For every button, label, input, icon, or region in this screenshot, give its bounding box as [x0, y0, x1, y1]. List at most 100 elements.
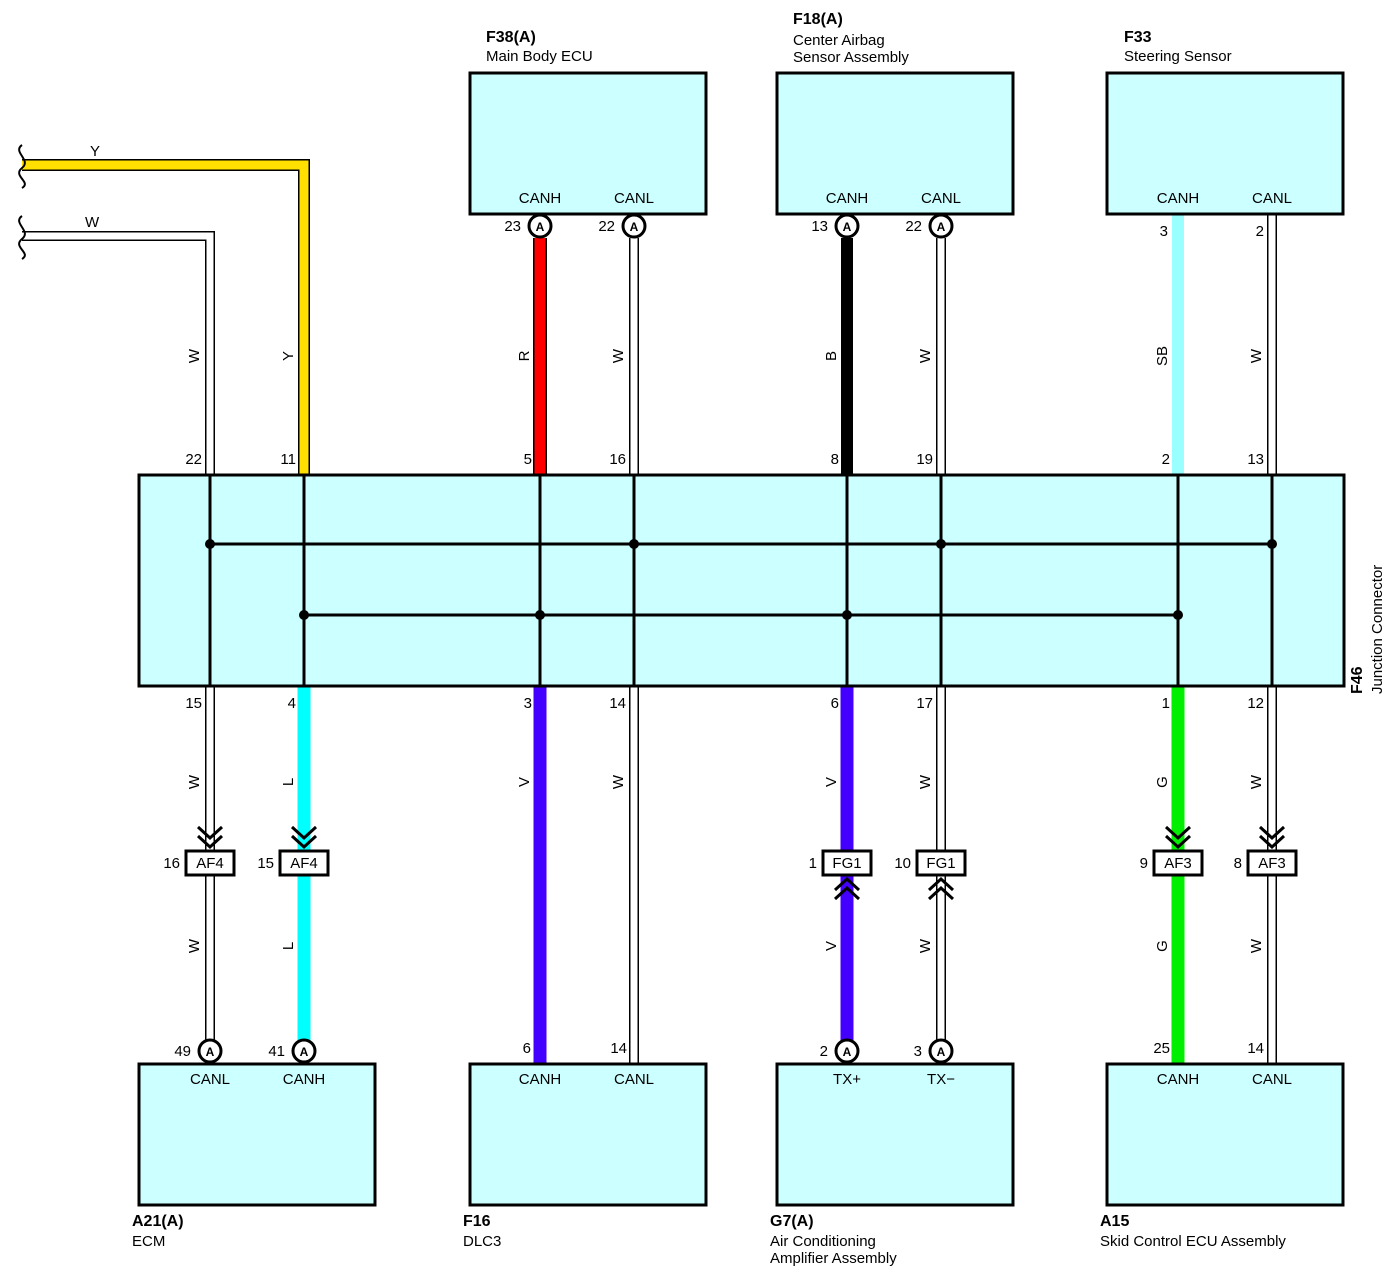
svg-text:FG1: FG1: [832, 855, 861, 872]
f33-canh-label: CANH: [1157, 190, 1200, 207]
svg-text:A: A: [300, 1045, 309, 1059]
a21-canh-label: CANH: [283, 1071, 326, 1088]
svg-text:17: 17: [916, 695, 933, 712]
f16-canl-label: CANL: [614, 1071, 654, 1088]
f16-canh-label: CANH: [519, 1071, 562, 1088]
g7-txp-label: TX+: [833, 1071, 861, 1088]
pin-f16-canl: 14: [610, 1040, 627, 1057]
svg-text:G: G: [1154, 940, 1171, 952]
wire-code: R: [516, 350, 533, 361]
svg-text:L: L: [280, 778, 297, 786]
pin-f16-canh: 6: [523, 1040, 531, 1057]
connector-af3-2: AF3 8: [1234, 825, 1298, 877]
junction-connector-f46: F46 Junction Connector: [137, 473, 1386, 694]
svg-text:A: A: [843, 1045, 852, 1059]
svg-text:W: W: [1248, 774, 1265, 789]
component-a15-name: Skid Control ECU Assembly: [1100, 1233, 1286, 1250]
component-g7-id: G7(A): [770, 1213, 814, 1230]
f18-canl-label: CANL: [921, 190, 961, 207]
connector-af4-2: AF4 15: [257, 825, 330, 877]
pin-f33-canl: 2: [1256, 223, 1264, 240]
lower-wire-codes: W L V W V W G W W L V W G W: [186, 774, 1265, 953]
pin-f33-canh: 3: [1160, 223, 1168, 240]
component-f18: F18(A) Center Airbag Sensor Assembly CAN…: [775, 11, 1015, 216]
component-f16: CANH CANL F16 DLC3: [463, 1062, 708, 1250]
svg-text:15: 15: [257, 855, 274, 872]
component-f18-id: F18(A): [793, 11, 843, 28]
connector-af3-1: AF3 9: [1140, 825, 1204, 877]
pin-g7-txm: 3: [914, 1043, 922, 1060]
svg-text:AF4: AF4: [290, 855, 318, 872]
terminal-a-marker: A: [291, 1038, 317, 1064]
svg-text:1: 1: [1162, 695, 1170, 712]
pin-f38-canl: 22: [598, 218, 615, 235]
wire-code: W: [917, 348, 934, 363]
svg-text:A: A: [843, 220, 852, 234]
terminal-a-marker: A: [527, 213, 553, 239]
svg-text:W: W: [917, 938, 934, 953]
wire-code: W: [1248, 348, 1265, 363]
component-f38-id: F38(A): [486, 29, 536, 46]
f38-canl-label: CANL: [614, 190, 654, 207]
a21-canl-label: CANL: [190, 1071, 230, 1088]
wire-code: Y: [280, 351, 297, 361]
svg-text:19: 19: [916, 451, 933, 468]
component-f16-name: DLC3: [463, 1233, 501, 1250]
svg-text:A: A: [630, 220, 639, 234]
svg-text:L: L: [280, 942, 297, 950]
component-f33-id: F33: [1124, 29, 1152, 46]
svg-text:V: V: [516, 777, 533, 787]
wire-w-incoming: [22, 231, 215, 475]
upper-wire-codes: W Y R W B W SB W: [186, 346, 1265, 366]
inline-connectors: AF4 16 AF4 15 FG1 1 FG1 10 AF3: [163, 825, 1298, 901]
svg-text:2: 2: [1162, 451, 1170, 468]
svg-text:12: 12: [1247, 695, 1264, 712]
component-a15-id: A15: [1100, 1213, 1129, 1230]
terminal-a-marker: A: [621, 213, 647, 239]
svg-text:V: V: [823, 941, 840, 951]
svg-text:3: 3: [524, 695, 532, 712]
svg-text:W: W: [186, 774, 203, 789]
svg-text:22: 22: [185, 451, 202, 468]
component-f16-id: F16: [463, 1213, 491, 1230]
connector-fg1-1: FG1 1: [809, 849, 873, 901]
component-f18-name-2: Sensor Assembly: [793, 49, 909, 66]
component-f33: F33 Steering Sensor CANH CANL: [1105, 29, 1345, 216]
pin-f18-canh: 13: [811, 218, 828, 235]
wire-label-y-top: Y: [90, 143, 100, 160]
wire-y-incoming-fill: [22, 160, 309, 475]
svg-text:G: G: [1154, 776, 1171, 788]
svg-text:W: W: [186, 938, 203, 953]
junction-pins-bottom: 15 4 3 14 6 17 1 12: [185, 695, 1264, 712]
f33-canl-label: CANL: [1252, 190, 1292, 207]
svg-text:9: 9: [1140, 855, 1148, 872]
junction-id: F46: [1349, 666, 1366, 694]
svg-text:A: A: [536, 220, 545, 234]
wire-w-incoming-fill: [22, 232, 214, 475]
component-g7-name-1: Air Conditioning: [770, 1233, 876, 1250]
svg-text:16: 16: [163, 855, 180, 872]
wire-y-incoming: [22, 159, 310, 475]
pin-f18-canl: 22: [905, 218, 922, 235]
pin-f38-canh: 23: [504, 218, 521, 235]
svg-text:8: 8: [1234, 855, 1242, 872]
svg-text:A: A: [206, 1045, 215, 1059]
svg-text:AF4: AF4: [196, 855, 224, 872]
wire-code: B: [823, 351, 840, 361]
component-f33-name: Steering Sensor: [1124, 48, 1232, 65]
svg-text:14: 14: [609, 695, 626, 712]
a15-canh-label: CANH: [1157, 1071, 1200, 1088]
svg-text:W: W: [1248, 938, 1265, 953]
svg-text:V: V: [823, 777, 840, 787]
connector-fg1-2: FG1 10: [894, 849, 967, 901]
wire-code: W: [186, 348, 203, 363]
svg-text:A: A: [937, 220, 946, 234]
component-a21-name: ECM: [132, 1233, 165, 1250]
junction-pins-top: 22 11 5 16 8 19 2 13: [185, 451, 1264, 468]
svg-text:5: 5: [524, 451, 532, 468]
wire-code: SB: [1154, 346, 1171, 366]
a15-canl-label: CANL: [1252, 1071, 1292, 1088]
pin-a15-canh: 25: [1153, 1040, 1170, 1057]
terminal-a-marker: A: [834, 1038, 860, 1064]
